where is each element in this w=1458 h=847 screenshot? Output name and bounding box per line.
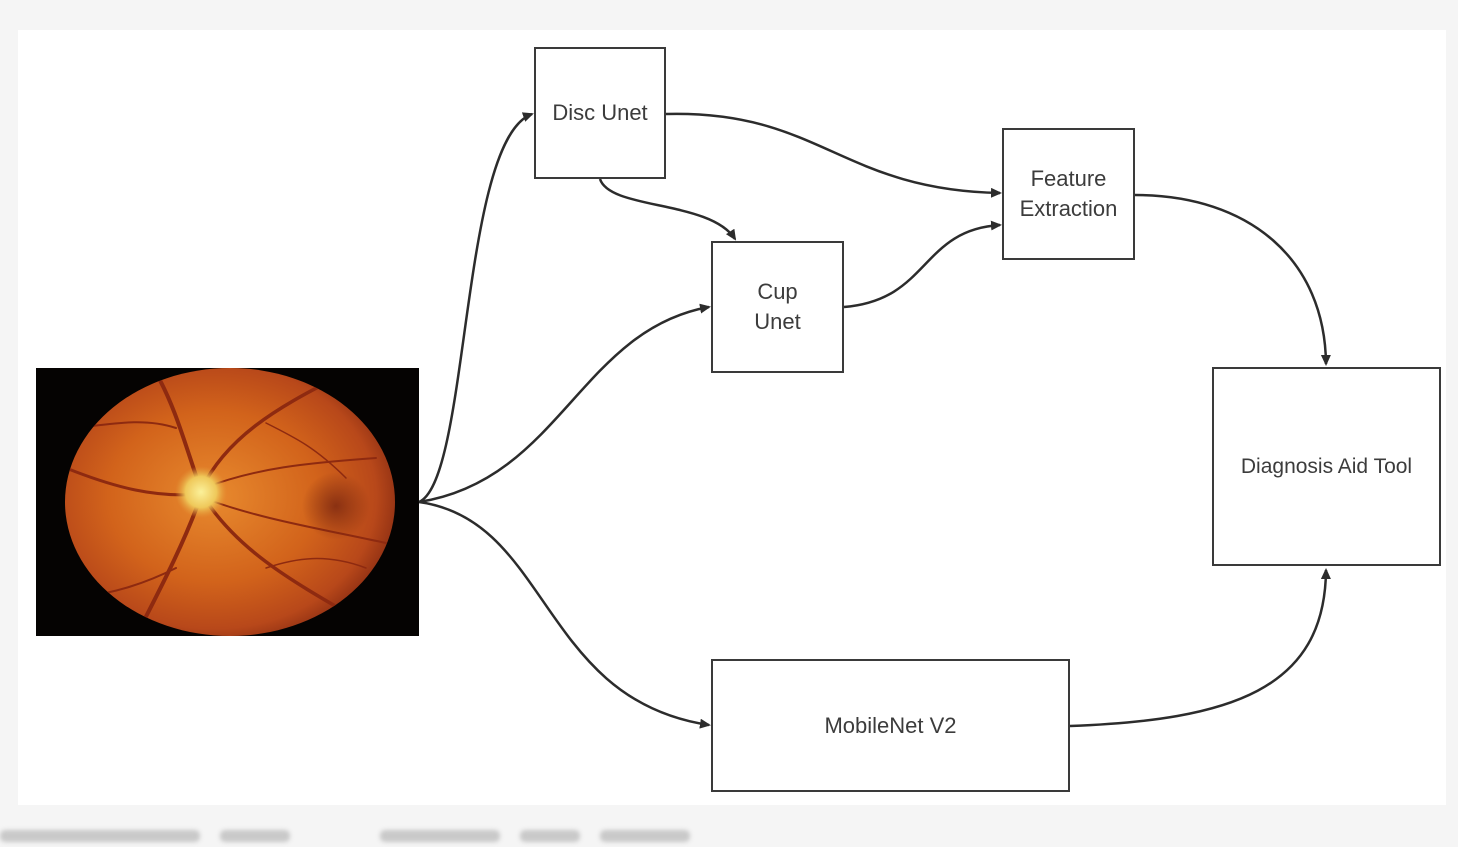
diagnosis-aid-tool-node: Diagnosis Aid Tool: [1212, 367, 1441, 566]
edge-cup-to-feature: [843, 220, 1002, 309]
disc-unet-node: Disc Unet: [534, 47, 666, 179]
fundus-image: [36, 368, 419, 636]
mobilenet-v2-node: MobileNet V2: [711, 659, 1070, 792]
disc-unet-label: Disc Unet: [552, 100, 648, 125]
edge-image-to-disc-unet: [418, 112, 534, 504]
mobilenet-v2-label: MobileNet V2: [824, 712, 957, 738]
cup-unet-node: Cup Unet: [711, 241, 844, 373]
cropped-caption-fragment: [0, 822, 700, 847]
edge-image-to-cup-unet: [418, 303, 711, 504]
cup-unet-label: Cup Unet: [754, 279, 801, 334]
edge-feature-to-diagnosis: [1134, 193, 1331, 366]
edge-disc-to-feature: [665, 112, 1002, 198]
edge-image-to-mobilenet: [418, 500, 711, 729]
edge-disc-to-cup: [598, 178, 737, 241]
diagnosis-aid-tool-label: Diagnosis Aid Tool: [1240, 454, 1413, 478]
feature-extraction-node: Feature Extraction: [1002, 128, 1135, 260]
edge-mobilenet-to-diagnosis: [1069, 568, 1331, 728]
feature-extraction-label: Feature Extraction: [1019, 166, 1118, 221]
